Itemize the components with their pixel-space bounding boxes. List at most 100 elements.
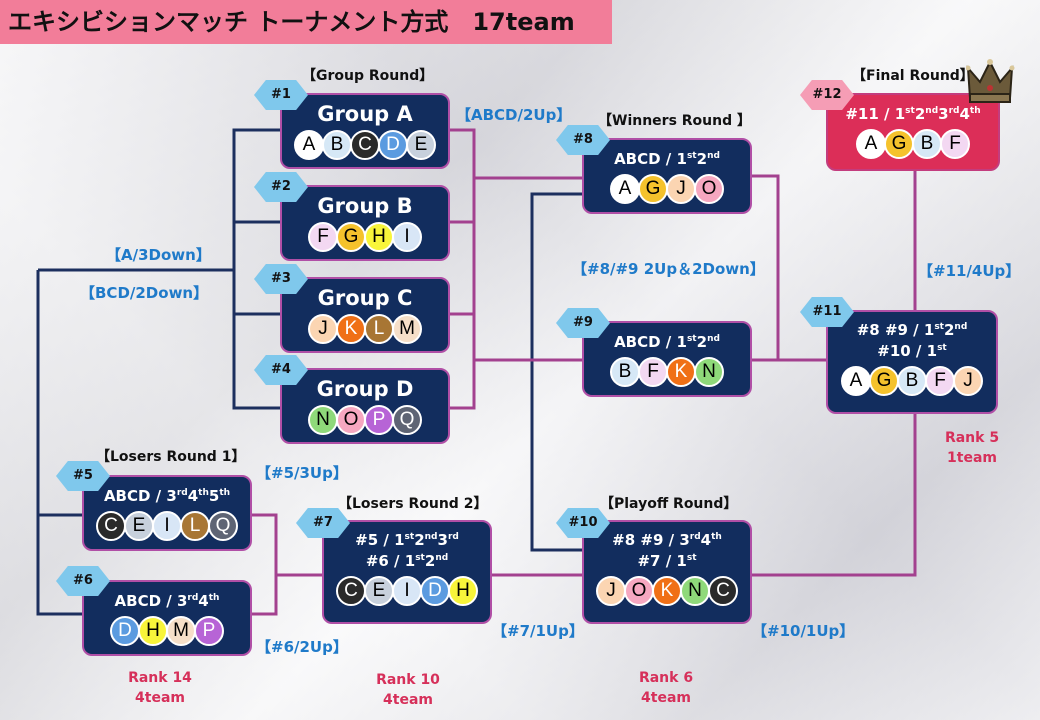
team-circle-l: L [180,511,210,541]
team-circle-p: P [364,405,394,435]
winners-round-label: 【Winners Round 】 [598,113,752,129]
team-circle-q: Q [392,405,422,435]
crown-icon [966,59,1015,103]
team-circle-e: E [124,511,154,541]
team-circle-e: E [406,130,436,160]
team-circle-d: D [420,576,450,606]
team-circle-g: G [336,222,366,252]
match-badge-5: #5 [56,461,110,491]
match-title: ABCD / 3rd4th5th [103,487,231,505]
match-title: #8 #9 / 1st2nd#10 / 1st [856,321,968,360]
team-circle-k: K [666,357,696,387]
match-title: #8 #9 / 3rd4th#7 / 1st [612,531,722,570]
page-title: エキシビションマッチ トーナメント方式 17team [0,0,612,44]
rank-teams: 4team [383,692,433,708]
rank-label-5: Rank 5 1team [922,428,1022,468]
team-circle-n: N [694,357,724,387]
team-circle-e: E [364,576,394,606]
rank-label-10: Rank 10 4team [358,670,458,710]
match-badge-9: #9 [556,308,610,338]
team-circle-j: J [308,314,338,344]
rank-teams: 4team [641,690,691,706]
match-badge-6: #6 [56,566,110,596]
team-circle-f: F [638,357,668,387]
team-circle-g: G [638,174,668,204]
rank-teams: 1team [947,450,997,466]
rank-value: Rank 5 [944,430,1000,446]
rule-bcd-2down: 【BCD/2Down】 [80,284,209,302]
match-badge-3: #3 [254,264,308,294]
team-circle-k: K [336,314,366,344]
team-circle-c: C [336,576,366,606]
team-circle-d: D [378,130,408,160]
team-circle-o: O [624,576,654,606]
team-circle-h: H [448,576,478,606]
match-title: Group C [317,286,413,310]
team-circle-d: D [110,616,140,646]
team-circle-a: A [610,174,640,204]
rank-label-14: Rank 14 4team [110,668,210,708]
rule-11-4up: 【#11/4Up】 [918,262,1021,280]
team-circle-a: A [856,129,886,159]
team-circle-a: A [841,366,871,396]
team-circle-b: B [322,130,352,160]
losers-round1-label: 【Losers Round 1】 [96,449,246,465]
team-circle-m: M [392,314,422,344]
rule-abcd-2up: 【ABCD/2Up】 [456,106,572,124]
team-circle-j: J [596,576,626,606]
match-badge-7: #7 [296,508,350,538]
team-circle-b: B [897,366,927,396]
match-badge-12: #12 [800,80,854,110]
team-circle-j: J [953,366,983,396]
team-circle-h: H [364,222,394,252]
team-circle-j: J [666,174,696,204]
match-title: #11 / 1st2nd3rd4th [845,105,981,123]
rule-10-1up: 【#10/1Up】 [752,622,855,640]
team-circle-h: H [138,616,168,646]
match-title: ABCD / 3rd4th [114,592,220,610]
team-circle-i: I [152,511,182,541]
match-badge-10: #10 [556,508,610,538]
playoff-round-label: 【Playoff Round】 [600,496,738,512]
team-circle-i: I [392,222,422,252]
team-circle-n: N [680,576,710,606]
team-circle-c: C [350,130,380,160]
team-circle-k: K [652,576,682,606]
final-round-label: 【Final Round】 [852,68,974,84]
match-title: Group B [317,194,413,218]
team-circle-b: B [912,129,942,159]
rank-label-6: Rank 6 4team [616,668,716,708]
team-circle-l: L [364,314,394,344]
rank-value: Rank 10 [376,672,440,688]
match-badge-8: #8 [556,125,610,155]
team-circle-q: Q [208,511,238,541]
match-badge-1: #1 [254,80,308,110]
team-circle-i: I [392,576,422,606]
team-circle-c: C [96,511,126,541]
team-circle-o: O [336,405,366,435]
rank-value: Rank 14 [128,670,192,686]
match-title: ABCD / 1st2nd [614,150,720,168]
team-circle-o: O [694,174,724,204]
match-badge-4: #4 [254,355,308,385]
team-circle-g: G [884,129,914,159]
rule-a-3down: 【A/3Down】 [106,246,211,264]
